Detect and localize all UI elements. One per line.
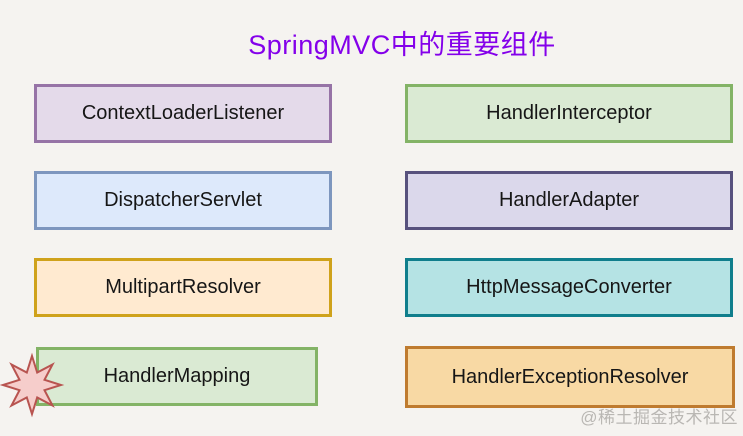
box-label: ContextLoaderListener: [81, 102, 285, 124]
box-label: MultipartResolver: [105, 276, 261, 298]
box-label: DispatcherServlet: [104, 189, 262, 211]
box-label: HandlerAdapter: [498, 189, 640, 211]
box-label: HandlerExceptionResolver: [451, 365, 689, 388]
box-multipart-resolver: MultipartResolver: [34, 258, 332, 317]
box-label: HandlerInterceptor: [486, 102, 652, 124]
burst-star-shape: [0, 352, 65, 418]
box-dispatcher-servlet: DispatcherServlet: [34, 171, 332, 230]
box-context-loader-listener: ContextLoaderListener: [34, 84, 332, 143]
box-handler-mapping: HandlerMapping: [36, 347, 318, 406]
diagram-title: SpringMVC中的重要组件: [248, 30, 556, 60]
watermark-text: @稀土掘金技术社区: [580, 408, 738, 427]
box-handler-interceptor: HandlerInterceptor: [405, 84, 733, 143]
box-handler-adapter: HandlerAdapter: [405, 171, 733, 230]
burst-star-icon: [0, 352, 65, 418]
box-label: HandlerMapping: [103, 365, 251, 387]
box-label: HttpMessageConverter: [466, 276, 672, 298]
box-handler-exception-resolver: HandlerExceptionResolver: [405, 346, 735, 408]
box-http-message-converter: HttpMessageConverter: [405, 258, 733, 317]
